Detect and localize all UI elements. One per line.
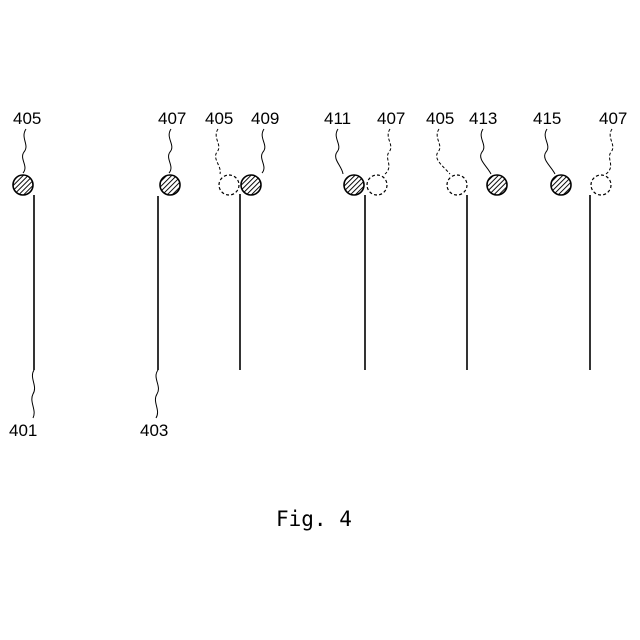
solid-dot-415 xyxy=(551,175,571,195)
leader-409 xyxy=(262,129,265,173)
ref-label-407: 407 xyxy=(599,109,627,128)
solid-dot-409 xyxy=(241,175,261,195)
ref-label-415: 415 xyxy=(533,109,561,128)
dashed-dot-405 xyxy=(447,175,467,195)
leader-415 xyxy=(545,129,555,174)
leader-403 xyxy=(155,370,158,418)
ref-label-405: 405 xyxy=(205,109,233,128)
leader-413 xyxy=(481,129,491,174)
solid-dot-411 xyxy=(344,175,364,195)
solid-dot-413 xyxy=(487,175,507,195)
group-2: 407 403 xyxy=(140,109,186,440)
group-1: 405 401 xyxy=(9,109,41,440)
dashed-dot-407 xyxy=(591,175,611,195)
group-3: 405 409 xyxy=(205,109,279,370)
ref-label-405: 405 xyxy=(426,109,454,128)
solid-dot-407 xyxy=(160,175,180,195)
dashed-dot-407 xyxy=(367,175,387,195)
group-5: 405 413 xyxy=(426,109,507,370)
dashed-leader-405 xyxy=(437,129,450,174)
ref-label-405: 405 xyxy=(13,109,41,128)
ref-label-409: 409 xyxy=(251,109,279,128)
solid-dot-405 xyxy=(13,175,33,195)
leader-405 xyxy=(23,129,26,173)
leader-401 xyxy=(32,370,35,418)
leader-407 xyxy=(169,129,172,173)
group-4: 411 407 xyxy=(324,109,405,370)
dashed-leader-407 xyxy=(606,129,613,174)
dashed-leader-405 xyxy=(216,129,221,174)
group-6: 415 407 xyxy=(533,109,627,370)
dashed-dot-405 xyxy=(219,175,239,195)
leader-411 xyxy=(336,129,343,174)
ref-label-401: 401 xyxy=(9,421,37,440)
ref-label-403: 403 xyxy=(140,421,168,440)
dashed-leader-407 xyxy=(385,129,391,174)
ref-label-407: 407 xyxy=(377,109,405,128)
ref-label-411: 411 xyxy=(324,109,351,128)
ref-label-413: 413 xyxy=(469,109,497,128)
figure-caption: Fig. 4 xyxy=(276,507,352,531)
ref-label-407: 407 xyxy=(158,109,186,128)
